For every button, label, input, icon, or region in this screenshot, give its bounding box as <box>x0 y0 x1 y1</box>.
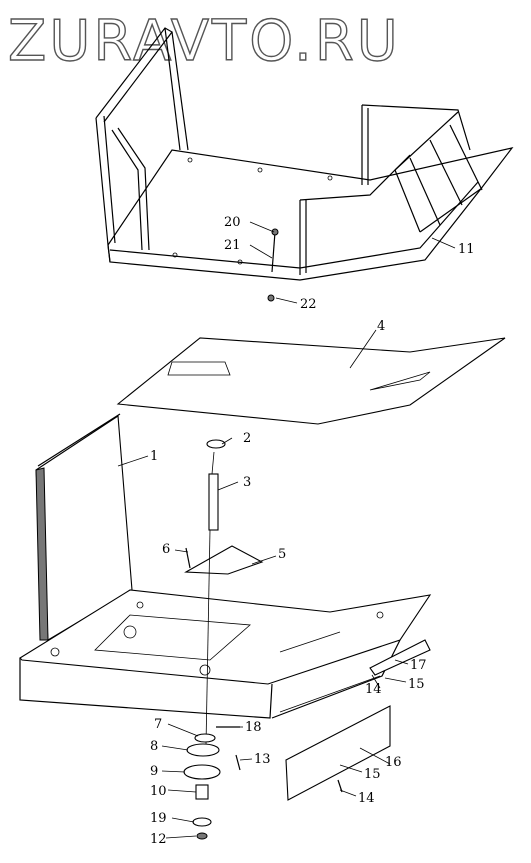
callout-7: 7 <box>154 717 162 732</box>
callout-15-repeat: 15 <box>364 767 381 782</box>
callout-19: 19 <box>150 811 167 826</box>
callout-5: 5 <box>278 547 286 562</box>
callout-6: 6 <box>162 542 170 557</box>
base-platform <box>19 413 432 719</box>
callout-4: 4 <box>377 319 385 334</box>
callout-10: 10 <box>150 784 167 799</box>
watermark-text: ZURAVTO.RU <box>8 9 401 74</box>
callout-1: 1 <box>150 449 158 464</box>
callout-16: 16 <box>385 755 402 770</box>
cover-plate <box>116 337 506 425</box>
frame-assembly <box>95 27 514 302</box>
callout-17: 17 <box>410 658 427 673</box>
callout-20: 20 <box>224 215 241 230</box>
callout-labels: 1 2 3 4 5 6 7 8 9 10 11 12 13 14 15 16 1… <box>150 215 475 847</box>
callout-14: 14 <box>365 682 382 697</box>
callout-21: 21 <box>224 238 241 253</box>
callout-9: 9 <box>150 764 158 779</box>
callout-8: 8 <box>150 739 158 754</box>
callout-18: 18 <box>245 720 262 735</box>
callout-14-repeat: 14 <box>358 791 375 806</box>
side-plates <box>279 639 431 801</box>
leader-lines <box>117 221 456 839</box>
callout-13: 13 <box>254 752 271 767</box>
callout-12: 12 <box>150 832 167 847</box>
callout-2: 2 <box>243 431 251 446</box>
callout-11: 11 <box>458 242 475 257</box>
bolt-and-bracket-parts <box>184 439 264 746</box>
callout-22: 22 <box>300 297 317 312</box>
callout-3: 3 <box>243 475 251 490</box>
callout-15: 15 <box>408 677 425 692</box>
mount-stack <box>183 726 241 840</box>
